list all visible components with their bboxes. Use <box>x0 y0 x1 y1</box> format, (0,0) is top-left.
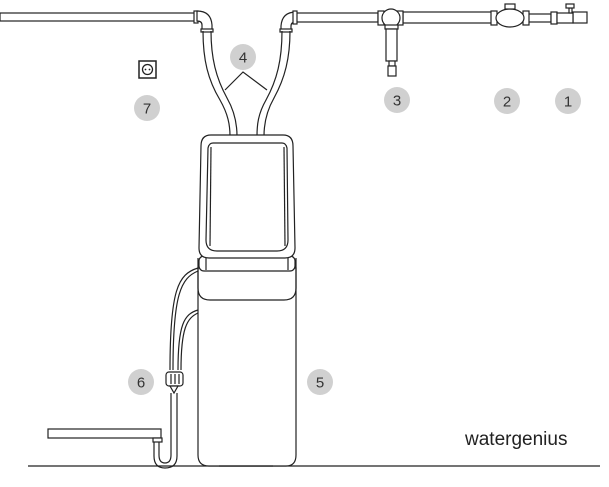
badge-2-label: 2 <box>503 94 511 111</box>
badge-1: 1 <box>555 88 581 114</box>
filter <box>377 8 404 77</box>
badge-2: 2 <box>494 88 520 114</box>
badge-5-label: 5 <box>316 375 324 392</box>
badge-6-label: 6 <box>137 375 145 392</box>
badge-3: 3 <box>384 87 410 113</box>
badge-3-label: 3 <box>393 93 401 110</box>
water-softener <box>197 134 297 467</box>
badge-4: 4 <box>230 44 256 70</box>
right-supply-pipe <box>279 10 588 33</box>
hoses <box>202 30 291 137</box>
brand-logo-text: watergenius <box>464 429 567 450</box>
badge-6: 6 <box>128 369 154 395</box>
left-supply-pipe <box>0 10 214 33</box>
badge-4-label: 4 <box>239 50 247 67</box>
badge-7: 7 <box>134 95 160 121</box>
badge-1-label: 1 <box>564 94 572 111</box>
badge-7-label: 7 <box>143 101 151 118</box>
main-valve <box>550 3 575 25</box>
water-meter <box>490 3 530 28</box>
badge-5: 5 <box>307 369 333 395</box>
power-socket-icon <box>138 60 157 79</box>
drain-assembly <box>47 267 199 469</box>
